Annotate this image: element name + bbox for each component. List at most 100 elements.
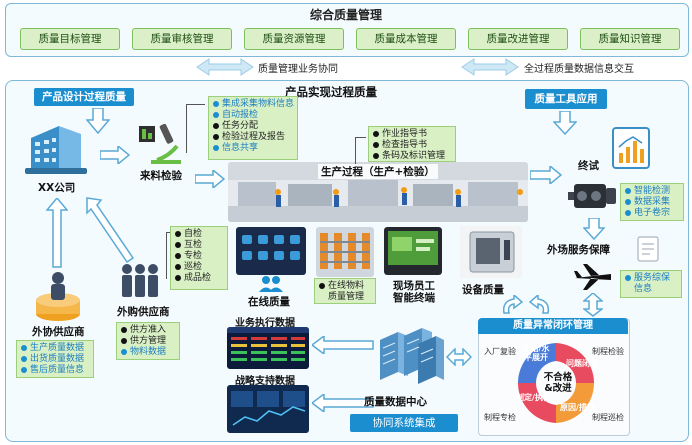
corner-incoming-recheck: 入厂复验 [484,347,516,356]
button-quality-cost[interactable]: 质量成本管理 [356,28,456,50]
production-process-label: 生产过程（生产+检验） [318,164,438,179]
analytics-tablet-icon [612,127,650,169]
incoming-item: 自动报检 [213,110,293,121]
outsource-item: 生产质量数据 [21,343,89,354]
users-icon [259,276,283,292]
incoming-list: 集成采集物料信息 自动报检 任务分配 检验过程及报告 信息共享 [208,96,298,160]
corner-process-inspection: 制程检验 [592,347,624,356]
production-item: 检查指导书 [373,140,451,151]
incoming-item: 信息共享 [213,143,293,154]
inspection-item: 巡检 [175,262,223,273]
outsource-item: 出货质量数据 [21,354,89,365]
outsource-supplier-label: 外协供应商 [32,326,85,338]
airplane-icon [574,264,611,290]
header-design-quality: 产品设计过程质量 [34,88,134,106]
terminal-screen [384,227,442,275]
arrow-down-icon [86,108,110,134]
purchase-list: 供方准入 供方管理 物料数据 [116,322,180,360]
inspection-item: 互检 [175,240,223,251]
cycle-arrow-icon [528,295,550,314]
final-test-item: 电子卷宗 [625,208,679,219]
arrow-vertical-icon [583,293,603,317]
online-material-item: 在线物料 [319,281,371,292]
field-service-list: 服务综保 信息 [620,270,682,298]
button-quality-audit[interactable]: 质量审核管理 [132,28,232,50]
closed-loop-ring [518,343,594,423]
field-service-item: 信息 [634,284,653,294]
arrow-left-icon [312,394,374,412]
double-arrow-icon [446,348,472,366]
arrow-down-icon [553,111,577,135]
business-data-title: 业务执行数据 [235,318,295,329]
cycle-arrow-icon [502,295,524,314]
top-title: 综合质量管理 [309,8,382,22]
purchase-item: 供方管理 [121,336,175,347]
data-center-label: 质量数据中心 [364,396,427,408]
online-quality-screen [236,227,306,275]
warehouse-image [316,227,374,277]
connector-line [355,137,366,164]
collaboration-integration-button[interactable]: 协同系统集成 [350,414,458,432]
equipment-quality-label: 设备质量 [462,284,504,296]
button-quality-improve[interactable]: 质量改进管理 [468,28,568,50]
incoming-item: 检验过程及报告 [213,132,293,143]
purchase-supplier-label: 外购供应商 [117,306,170,318]
terminal-label: 现场员工 智能终端 [393,280,435,304]
company-building-icon [25,126,87,174]
label-data-interaction: 全过程质量数据信息交互 [524,64,634,75]
arrow-left-icon [312,336,374,354]
inspection-item: 专检 [175,251,223,262]
header-realization-quality: 产品实现过程质量 [285,85,377,99]
final-test-item: 智能检测 [625,186,679,197]
inspection-item: 成品检 [175,273,223,284]
incoming-item: 任务分配 [213,121,293,132]
label-business-cooperation: 质量管理业务协同 [258,64,338,75]
arrow-up-icon [46,198,68,268]
arrow-right-icon [195,170,225,188]
final-test-item: 数据采集 [625,197,679,208]
inspection-item: 自检 [175,229,223,240]
production-item: 条码及标识管理 [373,151,451,162]
double-arrow-icon [196,58,254,76]
company-label: XX公司 [38,182,76,194]
closed-loop-title: 质量异常闭环管理 [478,318,628,334]
ring-closure-label: 问题闭环 [566,359,598,368]
button-quality-target[interactable]: 质量目标管理 [20,28,120,50]
engine-icon [568,184,616,208]
button-quality-knowledge[interactable]: 质量知识管理 [580,28,680,50]
closed-loop-center: 不合格 &改进 [543,372,573,394]
supplier-person-icon [36,272,80,321]
strategy-data-dashboard [227,385,309,433]
arrow-right-icon [530,166,562,184]
production-item: 作业指导书 [373,129,451,140]
field-service-label: 外场服务保障 [547,244,610,256]
ring-summary-label: 总结/水平展开 [522,344,550,362]
inspection-list: 自检 互检 专检 巡检 成品检 [170,226,228,290]
production-list: 作业指导书 检查指导书 条码及标识管理 [368,126,456,162]
online-material-list: 在线物料 质量管理 [314,278,376,304]
purchase-item: 供方准入 [121,325,175,336]
business-data-dashboard [227,327,309,369]
purchase-item: 物料数据 [121,347,175,358]
button-quality-resource[interactable]: 质量资源管理 [244,28,344,50]
online-quality-label: 在线质量 [248,296,290,308]
equipment-image [460,226,522,278]
online-material-item: 质量管理 [328,292,365,302]
connector-line [186,104,205,153]
header-quality-tools: 质量工具应用 [525,89,607,109]
final-test-list: 智能检测 数据采集 电子卷宗 [620,183,684,221]
strategy-data-title: 战略支持数据 [235,376,295,387]
incoming-item: 集成采集物料信息 [213,99,294,110]
data-center-server-icon [380,328,444,384]
document-icon [637,236,659,262]
ring-cause-label: 原因/措施 [560,403,595,412]
arrow-down-icon [583,218,605,240]
supplier-group-icon [122,264,158,297]
field-service-item: 服务综保 [625,273,677,284]
final-test-label: 终试 [578,160,599,172]
incoming-inspection-label: 来料检验 [140,170,182,182]
double-arrow-icon [461,58,519,76]
corner-process-patrol: 制程巡检 [592,413,624,422]
microscope-icon [139,123,181,164]
corner-process-special: 制程专检 [484,413,516,422]
